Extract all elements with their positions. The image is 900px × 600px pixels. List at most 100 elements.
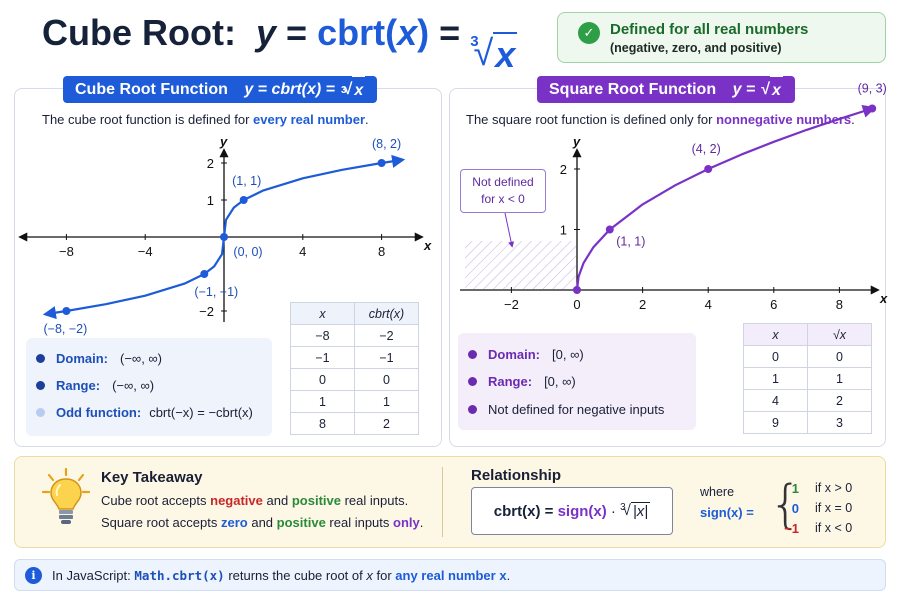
- formula-sign: sign(x): [557, 502, 607, 520]
- cube-odd-label: Odd function:: [56, 405, 142, 420]
- point-label: (4, 2): [692, 142, 721, 156]
- title-cbrt: cbrt(x): [317, 12, 429, 54]
- table-header-row: x√x: [743, 323, 872, 346]
- data-point: [573, 286, 581, 294]
- cube-desc-suffix: .: [365, 112, 369, 127]
- sqrt-range-label: Range:: [488, 374, 533, 389]
- y-axis-label: y: [572, 134, 581, 149]
- bullet-icon: [36, 354, 45, 363]
- footer-middle: returns the cube root of: [228, 567, 363, 583]
- x-axis-label: x: [879, 291, 888, 306]
- footer-for: for: [376, 567, 392, 583]
- where-label: where: [700, 485, 735, 499]
- bullet-icon: [36, 381, 45, 390]
- data-point: [239, 196, 248, 204]
- cube-domain-value: (−∞, ∞): [120, 351, 163, 366]
- sqrt-pill-formula: y =: [732, 81, 756, 98]
- takeaway-l1-a: Cube root accepts: [101, 493, 207, 508]
- point-label: (1, 1): [232, 174, 261, 188]
- sqrt-note-row: Not defined for negative inputs: [468, 402, 664, 417]
- table-row: −8−2: [290, 324, 419, 347]
- cube-root-pill: Cube Root Function y = cbrt(x) = 3√x: [63, 75, 378, 104]
- bullet-icon: [468, 377, 477, 386]
- takeaway-l2-end: .: [419, 515, 424, 530]
- sqrt-desc-suffix: .: [851, 112, 855, 127]
- case-value-zero: 0: [791, 501, 799, 516]
- point-label: (8, 2): [372, 137, 401, 151]
- table-cell-x: −8: [290, 324, 355, 347]
- cube-range-label: Range:: [56, 378, 101, 393]
- page-title: Cube Root: y = cbrt(x) = 3√x: [42, 12, 518, 75]
- table-cell-x: 0: [290, 368, 355, 391]
- case-cond-positive: if x > 0: [815, 481, 853, 495]
- title-root-index: 3: [470, 33, 479, 50]
- data-point: [704, 165, 713, 173]
- takeaway-l2-a: Square root accepts: [101, 515, 218, 530]
- table-cell-x: 9: [743, 411, 808, 434]
- relationship-title: Relationship: [471, 467, 562, 484]
- x-tick-label: 6: [770, 297, 777, 312]
- table-header-0: x: [743, 323, 808, 346]
- title-x: x: [397, 12, 418, 53]
- x-tick-label: 8: [836, 297, 843, 312]
- point-label: (9, 3): [858, 82, 887, 96]
- relationship-formula: cbrt(x) = sign(x) · 3√|x|: [471, 487, 673, 535]
- formula-radical: 3√|x|: [620, 502, 651, 520]
- cube-range-value: (−∞, ∞): [112, 378, 155, 393]
- bullet-icon: [468, 405, 477, 414]
- cube-info-box: Domain: (−∞, ∞) Range: (−∞, ∞) Odd funct…: [26, 338, 272, 436]
- takeaway-l1-and: and: [266, 493, 289, 508]
- table-cell-x: 4: [743, 389, 808, 412]
- case-value-negative: −1: [784, 521, 799, 536]
- table-cell-y: −2: [354, 324, 419, 347]
- cube-pill-root-arg: x: [352, 75, 366, 104]
- function-curve: [575, 105, 876, 291]
- data-point: [62, 307, 71, 315]
- cube-odd-row: Odd function: cbrt(−x) = −cbrt(x): [36, 405, 253, 420]
- point-label: (−1, −1): [194, 285, 238, 299]
- check-icon: ✓: [578, 22, 600, 44]
- cube-range-row: Range: (−∞, ∞): [36, 378, 154, 393]
- not-defined-line1: Not defined: [472, 175, 534, 189]
- table-cell-y: 2: [807, 389, 872, 412]
- footer-x: x: [366, 567, 373, 583]
- data-point: [200, 270, 209, 278]
- cube-description: The cube root function is defined for ev…: [42, 112, 369, 127]
- y-tick-label: 2: [560, 162, 567, 177]
- cube-domain-row: Domain: (−∞, ∞): [36, 351, 162, 366]
- x-tick-label: 8: [378, 244, 385, 259]
- formula-dot: ·: [610, 502, 616, 520]
- takeaway-l1-positive: positive: [291, 493, 341, 508]
- sqrt-range-row: Range: [0, ∞): [468, 374, 576, 389]
- takeaway-title: Key Takeaway: [101, 469, 203, 486]
- sqrt-note: Not defined for negative inputs: [488, 402, 665, 417]
- cube-pill-radical: 3√x: [341, 75, 366, 104]
- x-tick-label: −4: [138, 244, 153, 259]
- table-cell-x: −1: [290, 346, 355, 369]
- radical-icon: √: [622, 502, 631, 519]
- table-cell-y: 0: [354, 368, 419, 391]
- radical-icon: √: [473, 32, 494, 73]
- x-tick-label: 0: [573, 297, 580, 312]
- sqrt-domain-value: [0, ∞): [552, 347, 584, 362]
- title-close-paren: ): [417, 12, 430, 53]
- cube-domain-label: Domain:: [56, 351, 108, 366]
- cube-desc-prefix: The cube root function is defined for: [42, 112, 250, 127]
- case-value-positive: 1: [791, 481, 799, 496]
- formula-root-arg: |x|: [630, 502, 651, 520]
- defined-main-text: Defined for all real numbers: [610, 21, 809, 38]
- title-fname: cbrt: [317, 12, 386, 53]
- table-header-1: cbrt(x): [354, 302, 419, 325]
- formula-lhs: cbrt(x) =: [493, 502, 554, 520]
- cube-pill-root-index: 3: [341, 84, 347, 96]
